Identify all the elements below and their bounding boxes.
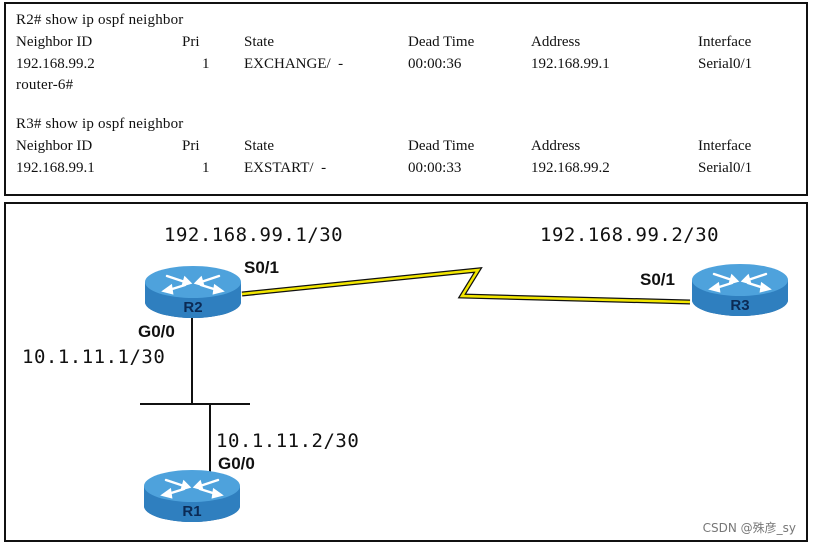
topology-canvas: R2 R3 R1: [140, 262, 790, 524]
header-address: Address: [531, 34, 581, 50]
r2-interface: Serial0/1: [698, 56, 753, 72]
router-r2-label: R2: [183, 299, 202, 316]
header-state: State: [244, 34, 274, 50]
header-pri: Pri: [182, 34, 200, 50]
router-r3: R3: [690, 262, 790, 318]
r2-prompt: router-6#: [16, 77, 74, 93]
serial-link: [241, 268, 691, 304]
header-state: State: [244, 138, 274, 154]
r2-gig-interface: G0/0: [138, 322, 175, 341]
watermark: CSDN @殊彦_sy: [702, 521, 796, 535]
r3-command: R3# show ip ospf neighbor: [16, 116, 184, 132]
r2-dead-time: 00:00:36: [408, 56, 462, 72]
r3-neighbor-id: 192.168.99.1: [16, 160, 95, 176]
router-r1: R1: [142, 468, 242, 524]
header-dead-time: Dead Time: [408, 138, 475, 154]
topology-diagram: R2 R3 R1 192.168.99.1/30 192.168.99.2/30…: [4, 202, 808, 542]
header-interface: Interface: [698, 34, 752, 50]
r3-address: 192.168.99.2: [531, 160, 610, 176]
header-dead-time: Dead Time: [408, 34, 475, 50]
r2-serial-ip: 192.168.99.1/30: [164, 224, 344, 246]
r3-serial-ip: 192.168.99.2/30: [540, 224, 720, 246]
r3-pri: 1: [202, 160, 210, 176]
r2-pri: 1: [202, 56, 210, 72]
r2-neighbor-id: 192.168.99.2: [16, 56, 95, 72]
r2-serial-interface: S0/1: [244, 258, 279, 277]
header-neighbor-id: Neighbor ID: [16, 138, 93, 154]
header-address: Address: [531, 138, 581, 154]
r2-lan-ip: 10.1.11.1/30: [22, 346, 166, 368]
r2-state: EXCHANGE/ -: [244, 56, 344, 72]
header-pri: Pri: [182, 138, 200, 154]
r1-gig-interface: G0/0: [218, 454, 255, 473]
router-r3-label: R3: [730, 297, 749, 314]
header-interface: Interface: [698, 138, 752, 154]
r1-lan-ip: 10.1.11.2/30: [216, 430, 360, 452]
r2-address: 192.168.99.1: [531, 56, 610, 72]
router-r1-label: R1: [182, 503, 201, 520]
router-r2: R2: [143, 264, 243, 320]
r3-interface: Serial0/1: [698, 160, 753, 176]
r3-serial-interface: S0/1: [640, 270, 675, 289]
r3-dead-time: 00:00:33: [408, 160, 462, 176]
r2-command: R2# show ip ospf neighbor: [16, 12, 184, 28]
r3-state: EXSTART/ -: [244, 160, 327, 176]
cli-output-panel: R2# show ip ospf neighbor Neighbor ID Pr…: [4, 2, 808, 196]
header-neighbor-id: Neighbor ID: [16, 34, 93, 50]
